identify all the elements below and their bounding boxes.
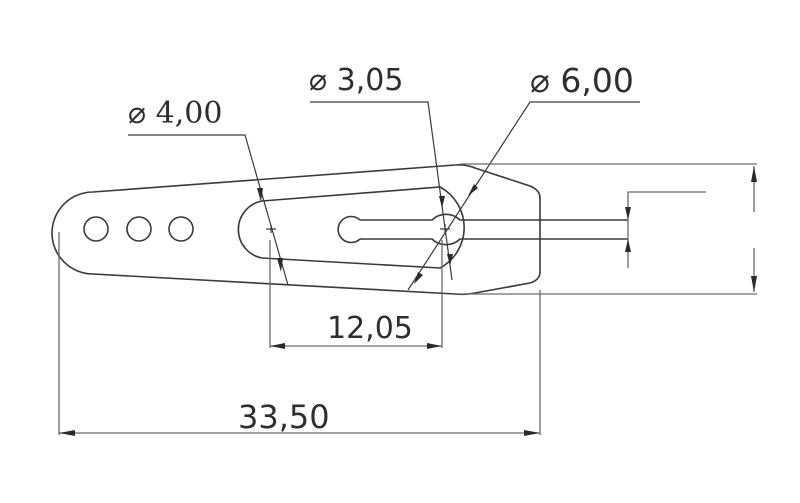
leader-dia-3	[310, 101, 453, 281]
diameter-symbol-icon: ⌀	[530, 61, 550, 100]
diameter-symbol-icon: ⌀	[128, 96, 147, 131]
dia-4-value: 4,00	[155, 96, 223, 131]
inner-pocket	[237, 186, 465, 269]
diameter-symbol-icon: ⌀	[309, 63, 328, 98]
keyhole-slot	[337, 213, 628, 246]
center-distance-label: 12,05	[327, 314, 413, 344]
dim-width-overall	[460, 163, 757, 295]
hole-1	[83, 216, 109, 242]
center-distance-value: 12,05	[327, 311, 413, 346]
overall-length-value: 33,50	[238, 398, 330, 436]
leader-dia-6	[407, 101, 640, 291]
dia-3-label: ⌀ 3,05	[309, 66, 403, 96]
leader-dia-4	[128, 134, 289, 286]
overall-length-label: 33,50	[238, 401, 330, 433]
arm-outline	[51, 164, 541, 296]
hole-3	[168, 216, 194, 242]
dia-4-label: ⌀ 4,00	[128, 99, 222, 129]
dim-overall-length	[58, 232, 541, 436]
dim-center-distance	[269, 240, 443, 349]
dia-6-label: ⌀ 6,00	[530, 64, 634, 97]
hole-2	[126, 216, 152, 242]
small-holes	[83, 216, 194, 242]
dim-slot-width	[625, 191, 706, 268]
dia-6-value: 6,00	[560, 61, 634, 100]
dia-3-value: 3,05	[336, 63, 404, 98]
